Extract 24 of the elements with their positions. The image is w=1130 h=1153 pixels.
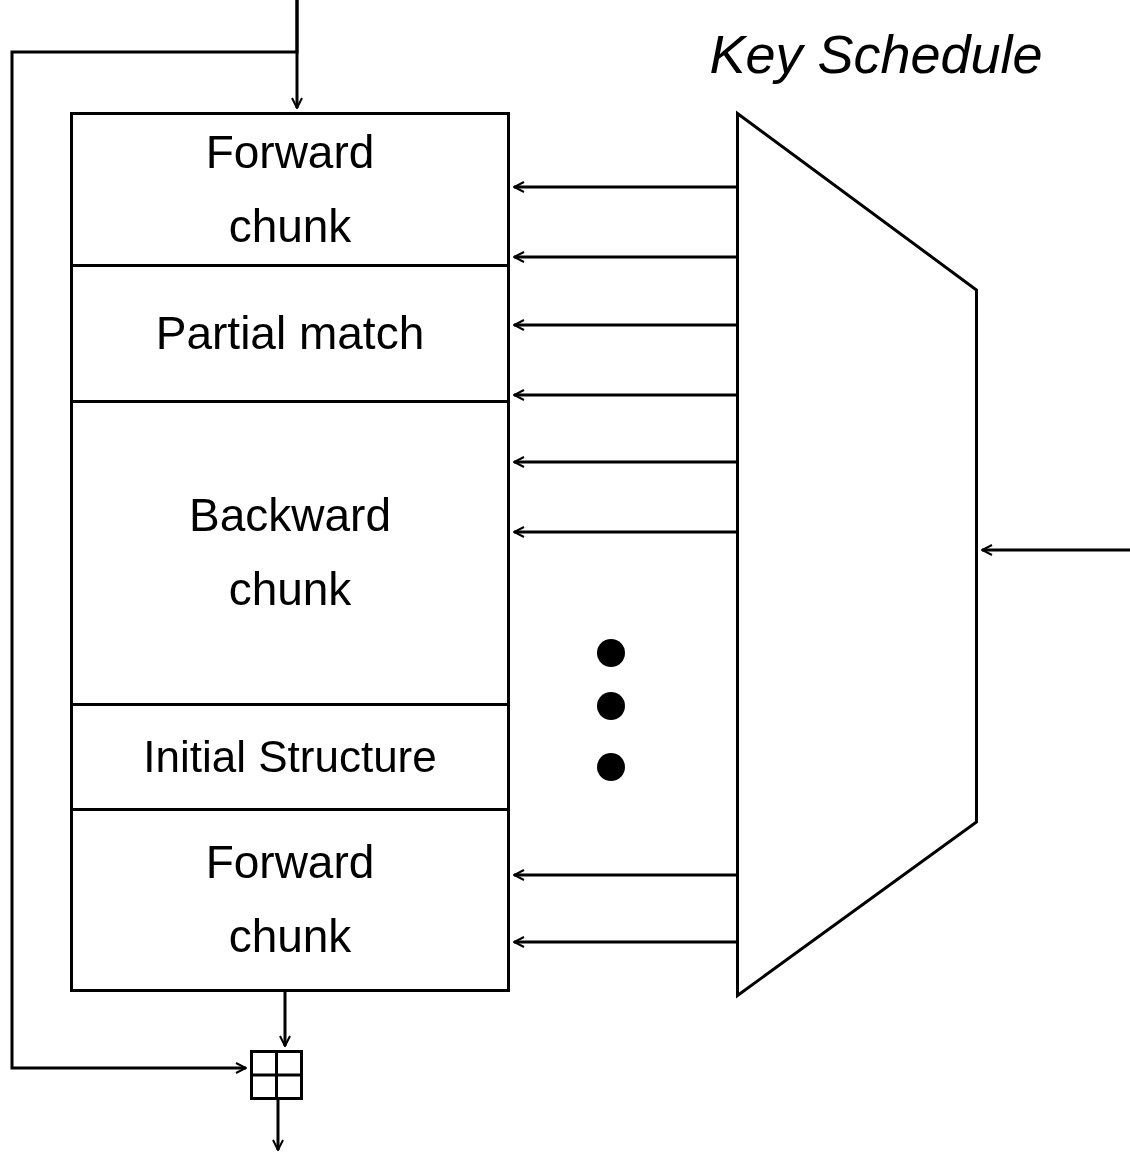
arrow	[513, 251, 736, 263]
process-block	[70, 808, 510, 992]
arrow	[513, 869, 736, 881]
block-label: Partial match	[155, 305, 425, 361]
arrow	[513, 526, 736, 538]
arrow	[513, 319, 736, 331]
arrow	[981, 544, 1130, 556]
adder-symbol	[250, 1050, 303, 1100]
process-block	[70, 400, 510, 706]
block-label: Forward chunk	[204, 835, 376, 964]
block-label: Backward chunk	[188, 488, 392, 617]
arrow	[10, 0, 299, 1074]
block-label: Forward chunk	[204, 124, 376, 254]
block-label: Initial Structure	[143, 730, 437, 783]
arrow	[513, 456, 736, 468]
process-block	[70, 264, 510, 403]
diagram-heading: Key Schedule	[708, 23, 1044, 86]
arrow	[513, 181, 736, 193]
arrow	[279, 992, 291, 1047]
process-block	[70, 703, 510, 811]
arrow	[513, 936, 736, 948]
arrow	[513, 389, 736, 401]
arrow	[272, 1100, 284, 1151]
process-block	[70, 112, 510, 267]
